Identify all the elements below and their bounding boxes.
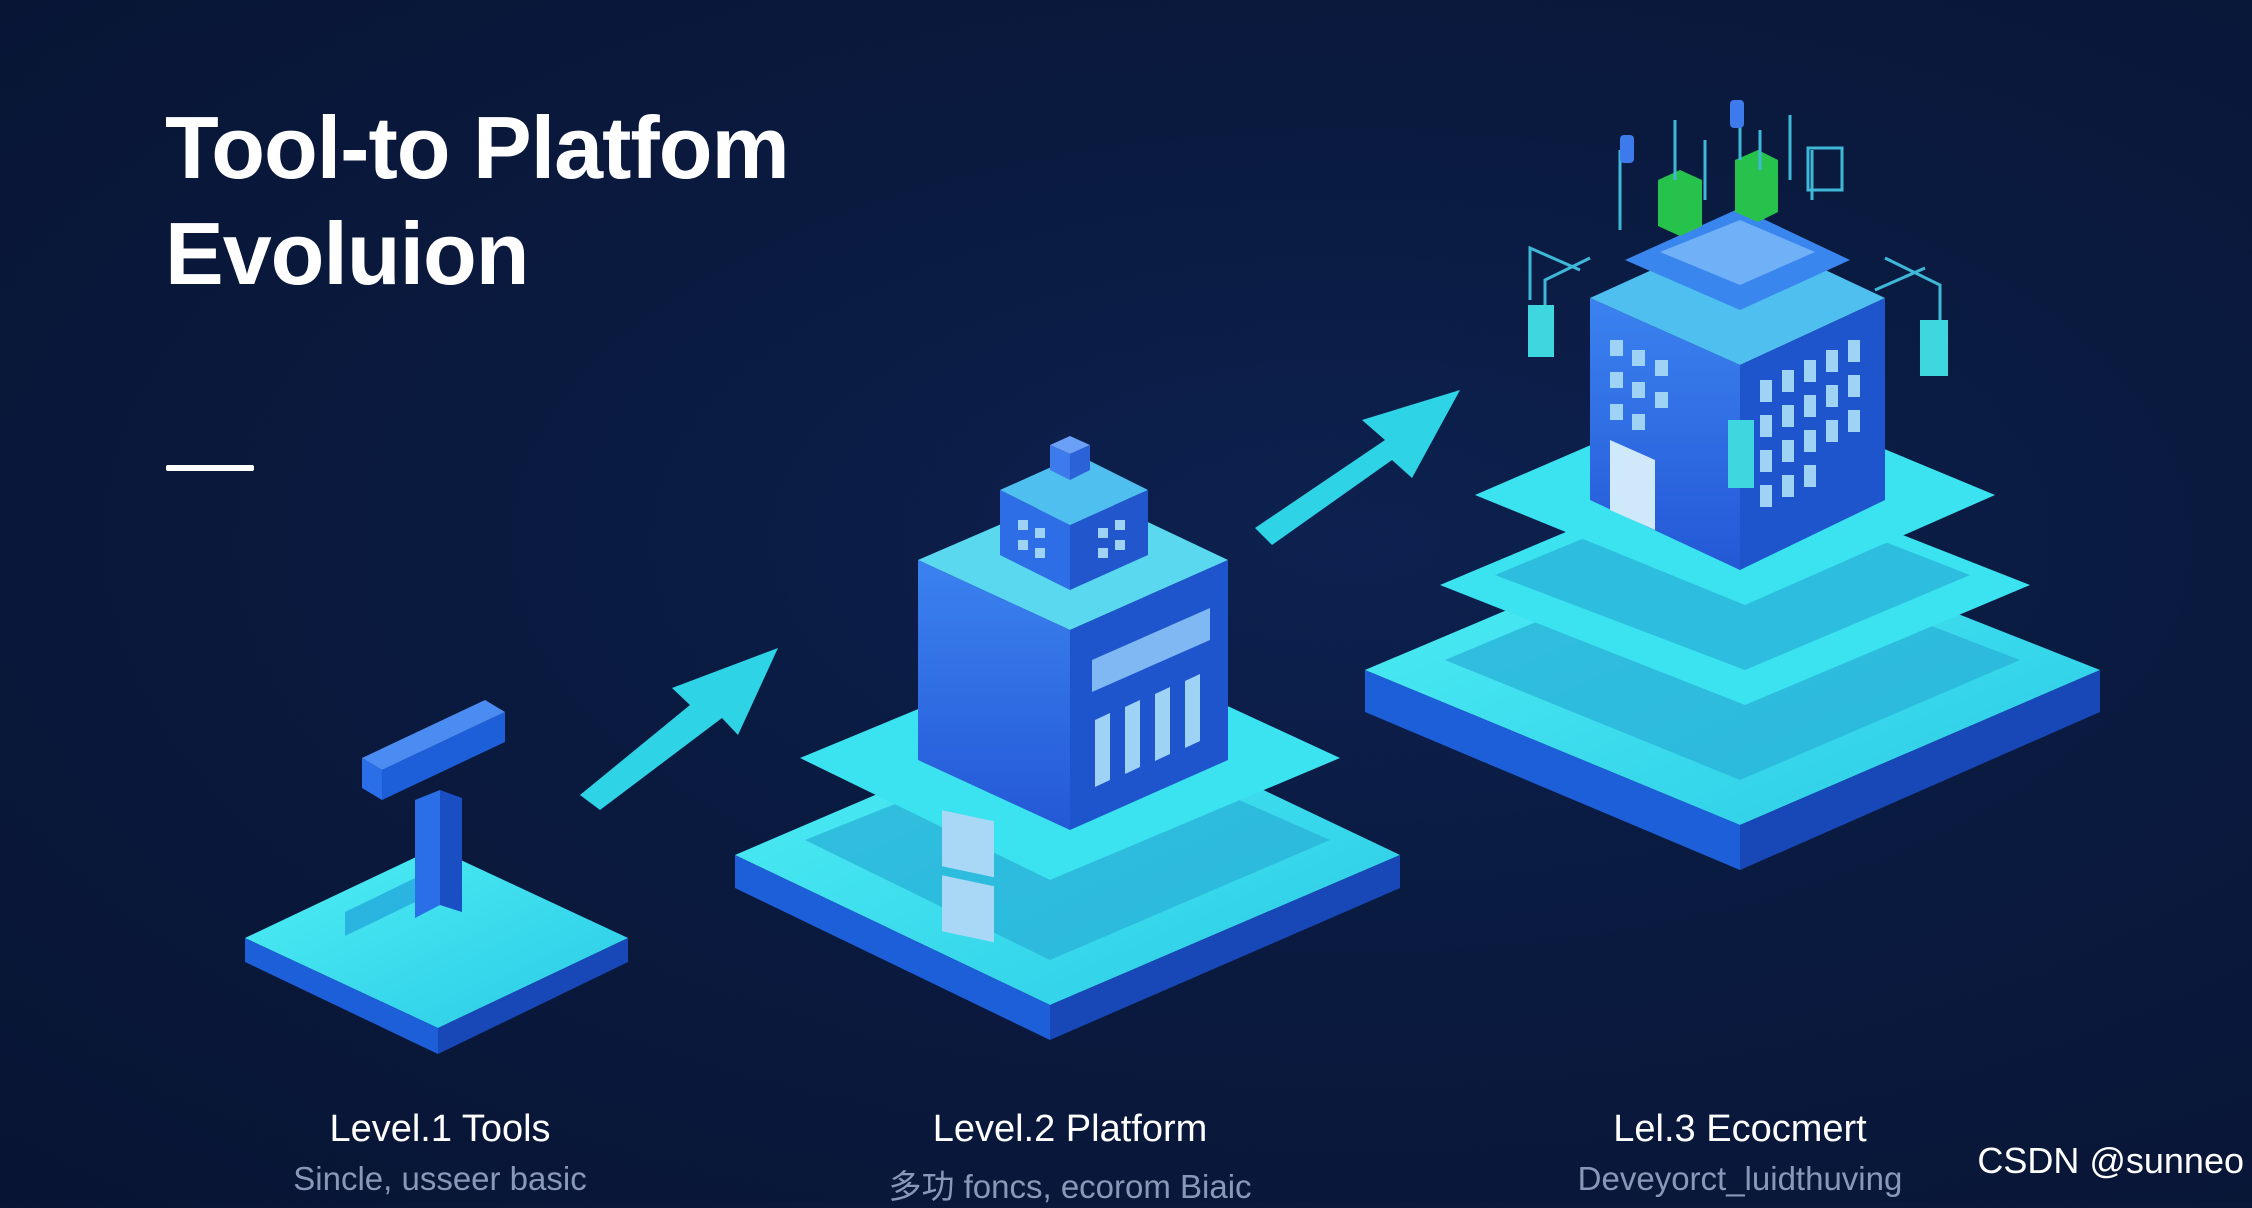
arrow-icon [1255,390,1460,545]
level-3-label: Lel.3 Ecocmert [1613,1108,1867,1150]
title-line-1: Tool-to Platfom [165,98,790,197]
watermark: CSDN @sunneo [1977,1140,2244,1181]
level-1-subtitle: Sincle, usseer basic [293,1160,587,1197]
title-line-2: Evoluion [165,204,530,303]
level-1-label: Level.1 Tools [329,1108,551,1150]
arrow-icon [580,648,778,810]
tool-icon [245,700,628,1054]
level-2-subtitle: 多功 foncs, ecorom Biaic [888,1168,1252,1205]
level-2-label: Level.2 Platform [932,1108,1208,1150]
page-title: Tool-to Platfom Evoluion [165,95,790,307]
title-divider [166,465,254,471]
ecosystem-building-icon [1365,100,2100,870]
platform-building-icon [735,436,1400,1040]
level-3-subtitle: Deveyorct_luidthuving [1577,1160,1903,1197]
